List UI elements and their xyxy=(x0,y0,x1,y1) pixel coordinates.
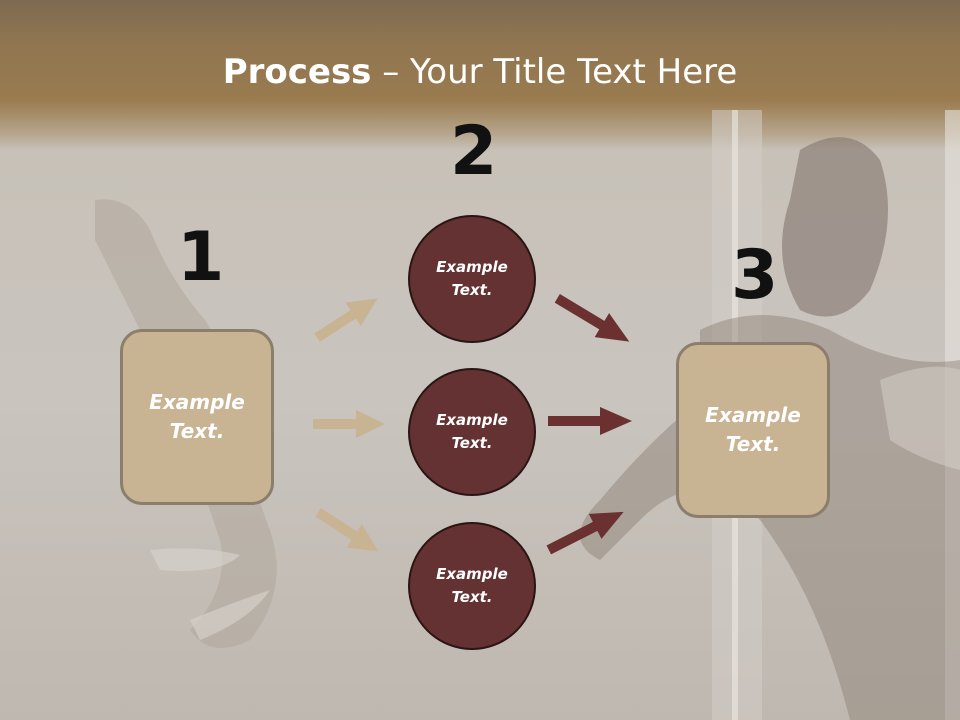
step-number-1: 1 xyxy=(177,218,225,297)
step-number-2: 2 xyxy=(450,112,498,191)
step-1-line2: Text. xyxy=(169,419,225,443)
circle-bottom-line1: Example xyxy=(436,565,508,583)
title-rest: – Your Title Text Here xyxy=(371,52,738,92)
arrow-dark-down xyxy=(554,294,630,342)
step-3-line1: Example xyxy=(705,403,801,427)
arrow-dark-straight xyxy=(548,407,632,435)
arrow-light-up xyxy=(314,298,378,342)
step-3-line2: Text. xyxy=(725,432,781,456)
circle-top-line2: Text. xyxy=(451,281,493,299)
circle-bottom-line2: Text. xyxy=(451,588,493,606)
circle-middle-line2: Text. xyxy=(451,434,493,452)
circle-top-line1: Example xyxy=(436,258,508,276)
arrow-light-down xyxy=(315,508,379,552)
arrow-light-straight xyxy=(313,410,385,438)
title-bold: Process xyxy=(222,52,372,92)
step-number-3: 3 xyxy=(731,236,779,315)
slide-title: Process – Your Title Text Here xyxy=(0,52,960,92)
step-1-line1: Example xyxy=(149,390,245,414)
circle-middle-line1: Example xyxy=(436,411,508,429)
arrow-dark-up xyxy=(546,511,624,555)
